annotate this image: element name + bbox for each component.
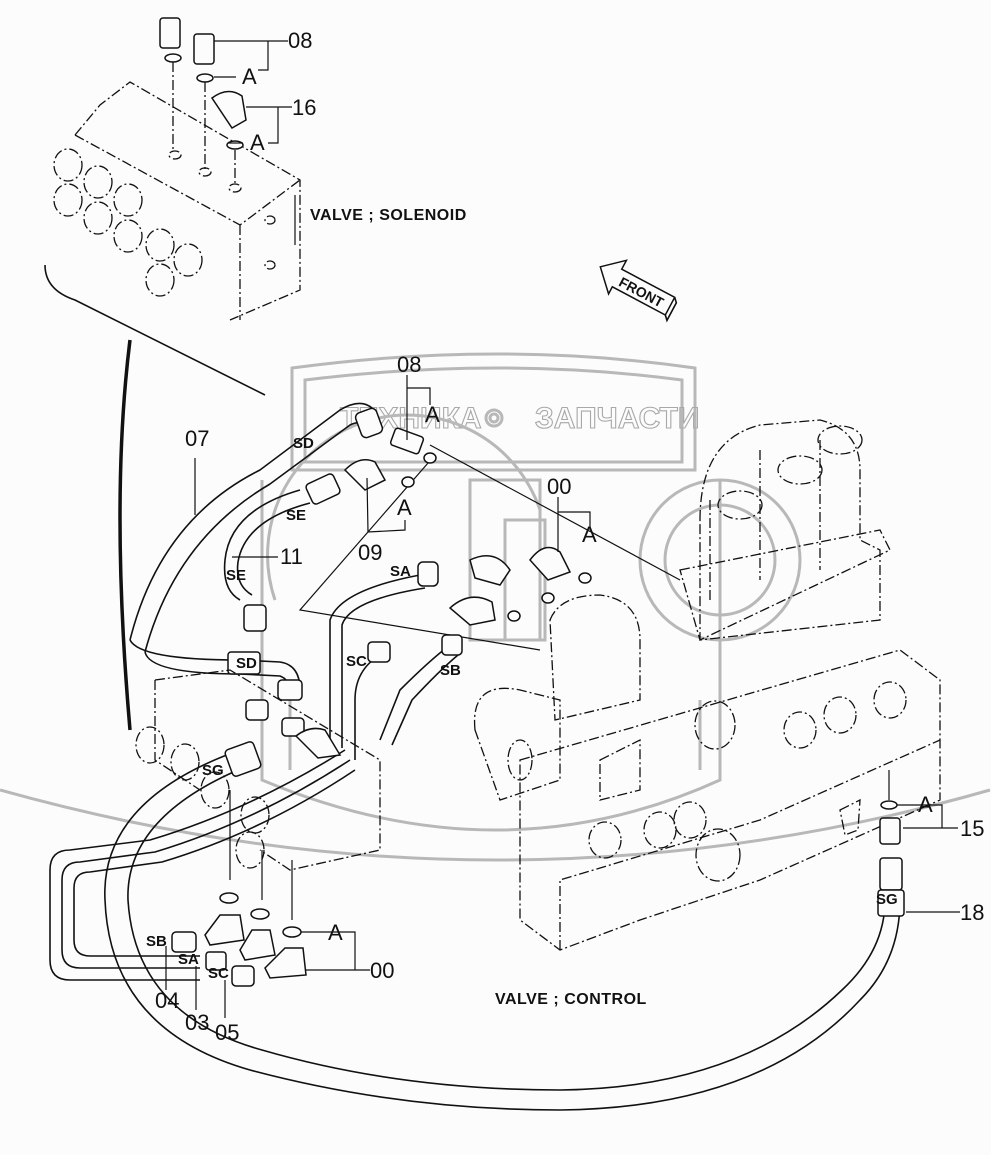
control-valve-drawing [473, 419, 941, 951]
manifold-block [135, 669, 381, 920]
front-arrow-icon: FRONT [599, 259, 678, 323]
callout-15: 15 [960, 816, 984, 841]
port-label-sg: SG [202, 762, 224, 779]
port-label-sd: SD [236, 655, 257, 672]
callout-04: 04 [155, 988, 179, 1013]
port-label-se: SE [226, 567, 246, 584]
solenoid-valve-title: VALVE ; SOLENOID [310, 207, 467, 224]
fittings-solenoid [159, 17, 247, 185]
oring-a-label: A [242, 64, 257, 89]
port-label-sb: SB [146, 933, 167, 950]
callout-05: 05 [215, 1020, 239, 1045]
callout-08-solenoid: 08 [288, 28, 312, 53]
solenoid-valve-drawing [44, 81, 301, 731]
oring-a-label: A [250, 130, 265, 155]
callout-16: 16 [292, 95, 316, 120]
port-label-sc: SC [208, 965, 229, 982]
callout-03: 03 [185, 1010, 209, 1035]
callout-11: 11 [280, 544, 303, 569]
oring-a-label: A [918, 792, 933, 817]
gear-icon [484, 408, 504, 428]
port-label-sb: SB [440, 662, 461, 679]
callout-07: 07 [185, 426, 209, 451]
port-label-sc: SC [346, 653, 367, 670]
callout-08-control: 08 [397, 352, 421, 377]
port-label-sa: SA [178, 951, 199, 968]
callout-00-bottom: 00 [370, 958, 394, 983]
oring-a-label: A [328, 920, 343, 945]
oring-a-label: A [397, 495, 412, 520]
fittings-mid [224, 407, 592, 777]
port-label-sg: SG [876, 891, 898, 908]
port-label-sd: SD [293, 435, 314, 452]
oring-a-label: A [582, 522, 597, 547]
watermark-text-right: ЗАПЧАСТИ [535, 402, 699, 435]
callout-09: 09 [358, 540, 382, 565]
port-label-se: SE [286, 507, 306, 524]
callout-18: 18 [960, 900, 984, 925]
oring-a-label: A [425, 402, 440, 427]
control-valve-title: VALVE ; CONTROL [495, 991, 647, 1008]
port-label-sa: SA [390, 563, 411, 580]
fittings-bottom [171, 892, 307, 987]
callout-00-control: 00 [547, 474, 571, 499]
